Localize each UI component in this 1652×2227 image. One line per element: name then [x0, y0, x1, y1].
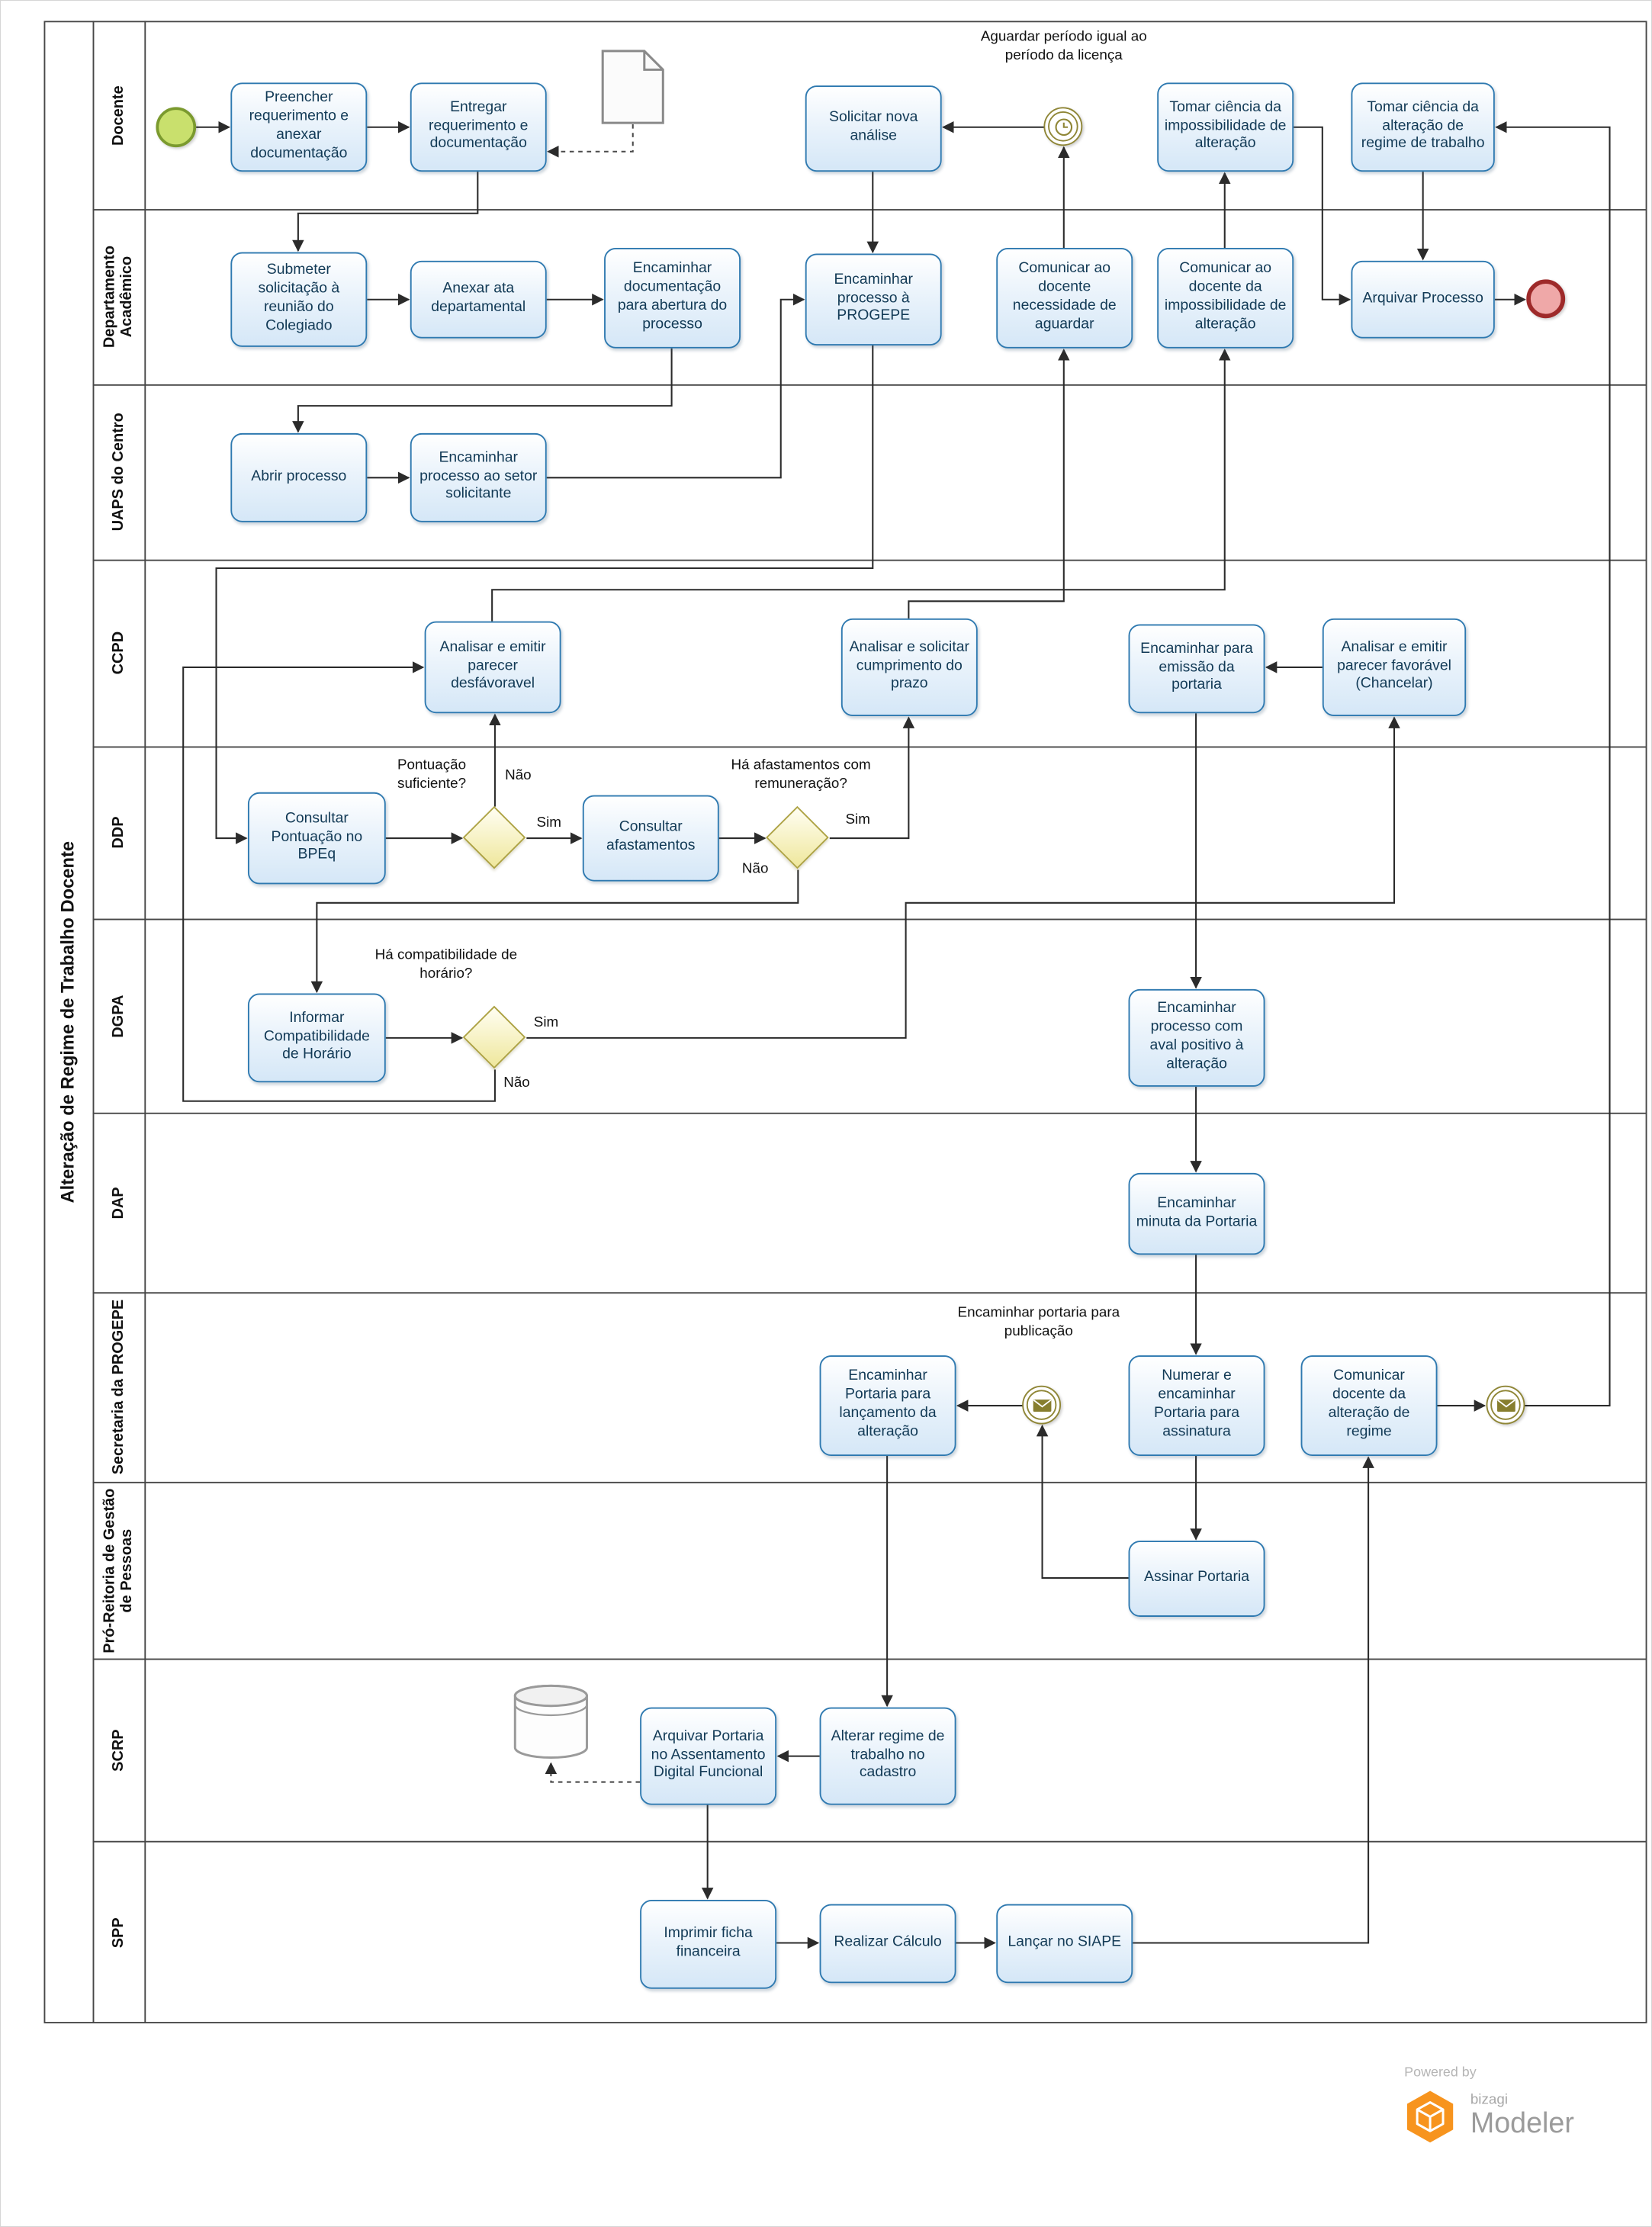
flow-label-nao: Não [741, 861, 769, 877]
powered-by-label: Powered by [1404, 2065, 1477, 2081]
task-encaminhar-documentacao[interactable]: Encaminhar documentação para abertura do… [604, 247, 741, 349]
task-anexar-ata[interactable]: Anexar ata departamental [410, 260, 547, 339]
lane-separator [92, 209, 1647, 210]
lane-separator [92, 1840, 1647, 1843]
lane-separator [92, 1481, 1647, 1483]
association-flows [545, 124, 641, 1783]
lane-label-separator [144, 21, 146, 2023]
task-portaria-lancamento[interactable]: Encaminhar Portaria para lançamento da a… [819, 1355, 956, 1456]
pool-border [43, 21, 1647, 2023]
document-icon[interactable] [601, 50, 664, 124]
task-arquivar-processo[interactable]: Arquivar Processo [1351, 260, 1495, 339]
task-numerar-portaria[interactable]: Numerar e encaminhar Portaria para assin… [1128, 1355, 1265, 1456]
task-realizar-calculo[interactable]: Realizar Cálculo [819, 1904, 956, 1984]
sequence-flows [182, 121, 1611, 1949]
task-solicitar-nova-analise[interactable]: Solicitar nova análise [805, 85, 942, 172]
start-event[interactable] [156, 107, 197, 148]
task-solicitar-cumprimento-prazo[interactable]: Analisar e solicitar cumprimento do praz… [840, 618, 978, 716]
message-event-comunicacao[interactable] [1486, 1385, 1525, 1425]
task-comunicar-aguardar[interactable]: Comunicar ao docente necessidade de agua… [996, 247, 1133, 349]
message-event-label: Encaminhar portaria para publicação [957, 1305, 1120, 1340]
gateway-question-afastamentos: Há afastamentos com remuneração? [731, 757, 871, 792]
lane-separator [92, 1292, 1647, 1294]
message-event-publicacao[interactable] [1022, 1385, 1062, 1425]
flow-label-nao: Não [505, 767, 532, 784]
task-abrir-processo[interactable]: Abrir processo [230, 432, 368, 522]
task-parecer-desfavoravel[interactable]: Analisar e emitir parecer desfávoravel [424, 621, 561, 714]
bizagi-logo: bizagi Modeler [1401, 2088, 1574, 2145]
lane-separator [92, 918, 1647, 921]
lane-separator [92, 1658, 1647, 1660]
task-encaminhar-emissao-portaria[interactable]: Encaminhar para emissão da portaria [1128, 624, 1265, 714]
task-tomar-ciencia-impossibilidade[interactable]: Tomar ciência da impossibilidade de alte… [1157, 82, 1294, 172]
task-preencher-requerimento[interactable]: Preencher requerimento e anexar document… [230, 82, 368, 172]
task-assinar-portaria[interactable]: Assinar Portaria [1128, 1541, 1265, 1617]
flow-label-sim: Sim [845, 812, 870, 828]
flow-label-sim: Sim [533, 1014, 559, 1031]
timer-icon [1054, 117, 1072, 136]
task-entregar-requerimento[interactable]: Entregar requerimento e documentação [410, 82, 547, 172]
task-informar-compatibilidade[interactable]: Informar Compatibilidade de Horário [247, 993, 386, 1083]
task-consultar-pontuacao[interactable]: Consultar Pontuação no BPEq [247, 792, 386, 885]
message-icon [1496, 1399, 1515, 1412]
task-arquivar-portaria[interactable]: Arquivar Portaria no Assentamento Digita… [640, 1707, 777, 1805]
task-encaminhar-setor[interactable]: Encaminhar processo ao setor solicitante [410, 432, 547, 522]
pool-title-separator [92, 21, 95, 2023]
task-encaminhar-progepe[interactable]: Encaminhar processo à PROGEPE [805, 253, 942, 346]
bizagi-logo-icon [1406, 2090, 1454, 2143]
lane-separator [92, 1112, 1647, 1114]
task-parecer-favoravel[interactable]: Analisar e emitir parecer favorável (Cha… [1322, 618, 1467, 716]
task-submeter-solicitacao[interactable]: Submeter solicitação à reunião do Colegi… [230, 252, 368, 347]
gateway-question-compatibilidade: Há compatibilidade de horário? [374, 947, 518, 982]
lane-separator [92, 559, 1647, 561]
lane-separator [92, 384, 1647, 386]
message-icon [1032, 1399, 1051, 1412]
task-alterar-regime-cadastro[interactable]: Alterar regime de trabalho no cadastro [819, 1707, 956, 1805]
task-comunicar-docente-alteracao[interactable]: Comunicar docente da alteração de regime [1300, 1355, 1438, 1456]
task-consultar-afastamentos[interactable]: Consultar afastamentos [582, 795, 719, 882]
task-comunicar-impossibilidade[interactable]: Comunicar ao docente da impossibilidade … [1157, 247, 1294, 349]
task-tomar-ciencia-alteracao[interactable]: Tomar ciência da alteração de regime de … [1351, 82, 1495, 172]
task-imprimir-ficha[interactable]: Imprimir ficha financeira [640, 1899, 777, 1989]
end-event[interactable] [1526, 279, 1566, 319]
brand-name: bizagi [1470, 2092, 1509, 2109]
task-lancar-siape[interactable]: Lançar no SIAPE [996, 1904, 1133, 1984]
timer-event-label: Aguardar período igual ao período da lic… [980, 29, 1147, 64]
task-aval-positivo[interactable]: Encaminhar processo com aval positivo à … [1128, 988, 1265, 1087]
task-encaminhar-minuta[interactable]: Encaminhar minuta da Portaria [1128, 1172, 1265, 1255]
database-icon[interactable] [511, 1682, 591, 1762]
lane-separator [92, 746, 1647, 748]
flow-label-nao: Não [503, 1075, 530, 1091]
flow-label-sim: Sim [536, 815, 562, 831]
timer-event[interactable] [1043, 107, 1083, 146]
gateway-question-pontuac: Pontuação suficiente? [397, 757, 467, 792]
product-name: Modeler [1470, 2107, 1574, 2140]
